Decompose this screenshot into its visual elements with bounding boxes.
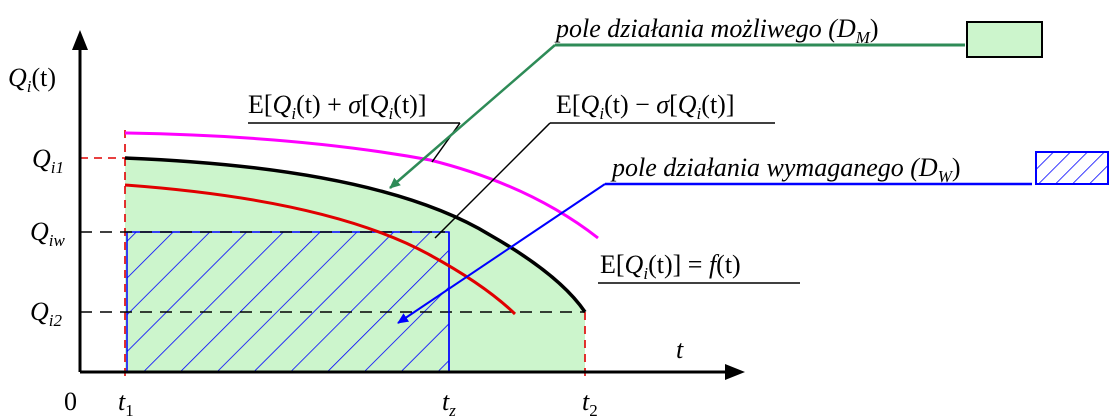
y-axis-arrowhead <box>72 30 88 50</box>
tick-tz: tz <box>442 387 456 416</box>
tick-t2: t2 <box>582 387 598 416</box>
possible-legend-swatch <box>966 21 1043 58</box>
upper-curve-label: E[Qi(t) + σ[Qi(t)] <box>248 90 426 123</box>
possible-region-label: pole działania możliwego (DM) <box>554 14 879 47</box>
required-region-label: pole działania wymaganego (DW) <box>610 153 961 186</box>
origin-label: 0 <box>64 387 77 416</box>
x-axis-arrowhead <box>725 364 745 380</box>
required-action-hatched-area <box>126 231 450 373</box>
tick-qi2: Qi2 <box>30 297 63 330</box>
tick-t1: t1 <box>118 387 134 416</box>
upper-bound-curve <box>124 131 599 240</box>
x-axis-label: t <box>676 335 684 364</box>
required-pointer-arrow <box>397 183 606 324</box>
tick-qi1: Qi1 <box>32 144 64 177</box>
required-legend-swatch <box>1035 151 1109 185</box>
possible-pointer-arrow <box>389 44 556 189</box>
lower-label-leader <box>434 122 551 239</box>
y-axis-label: Qi(t) <box>8 63 56 96</box>
upper-label-leader <box>431 122 461 163</box>
lower-bound-curve <box>124 183 517 316</box>
lower-curve-label: E[Qi(t) − σ[Qi(t)] <box>556 90 734 123</box>
tick-qiw: Qiw <box>30 217 66 250</box>
expected-value-curve <box>124 156 587 313</box>
expected-curve-label: E[Qi(t)] = f(t) <box>600 250 741 283</box>
